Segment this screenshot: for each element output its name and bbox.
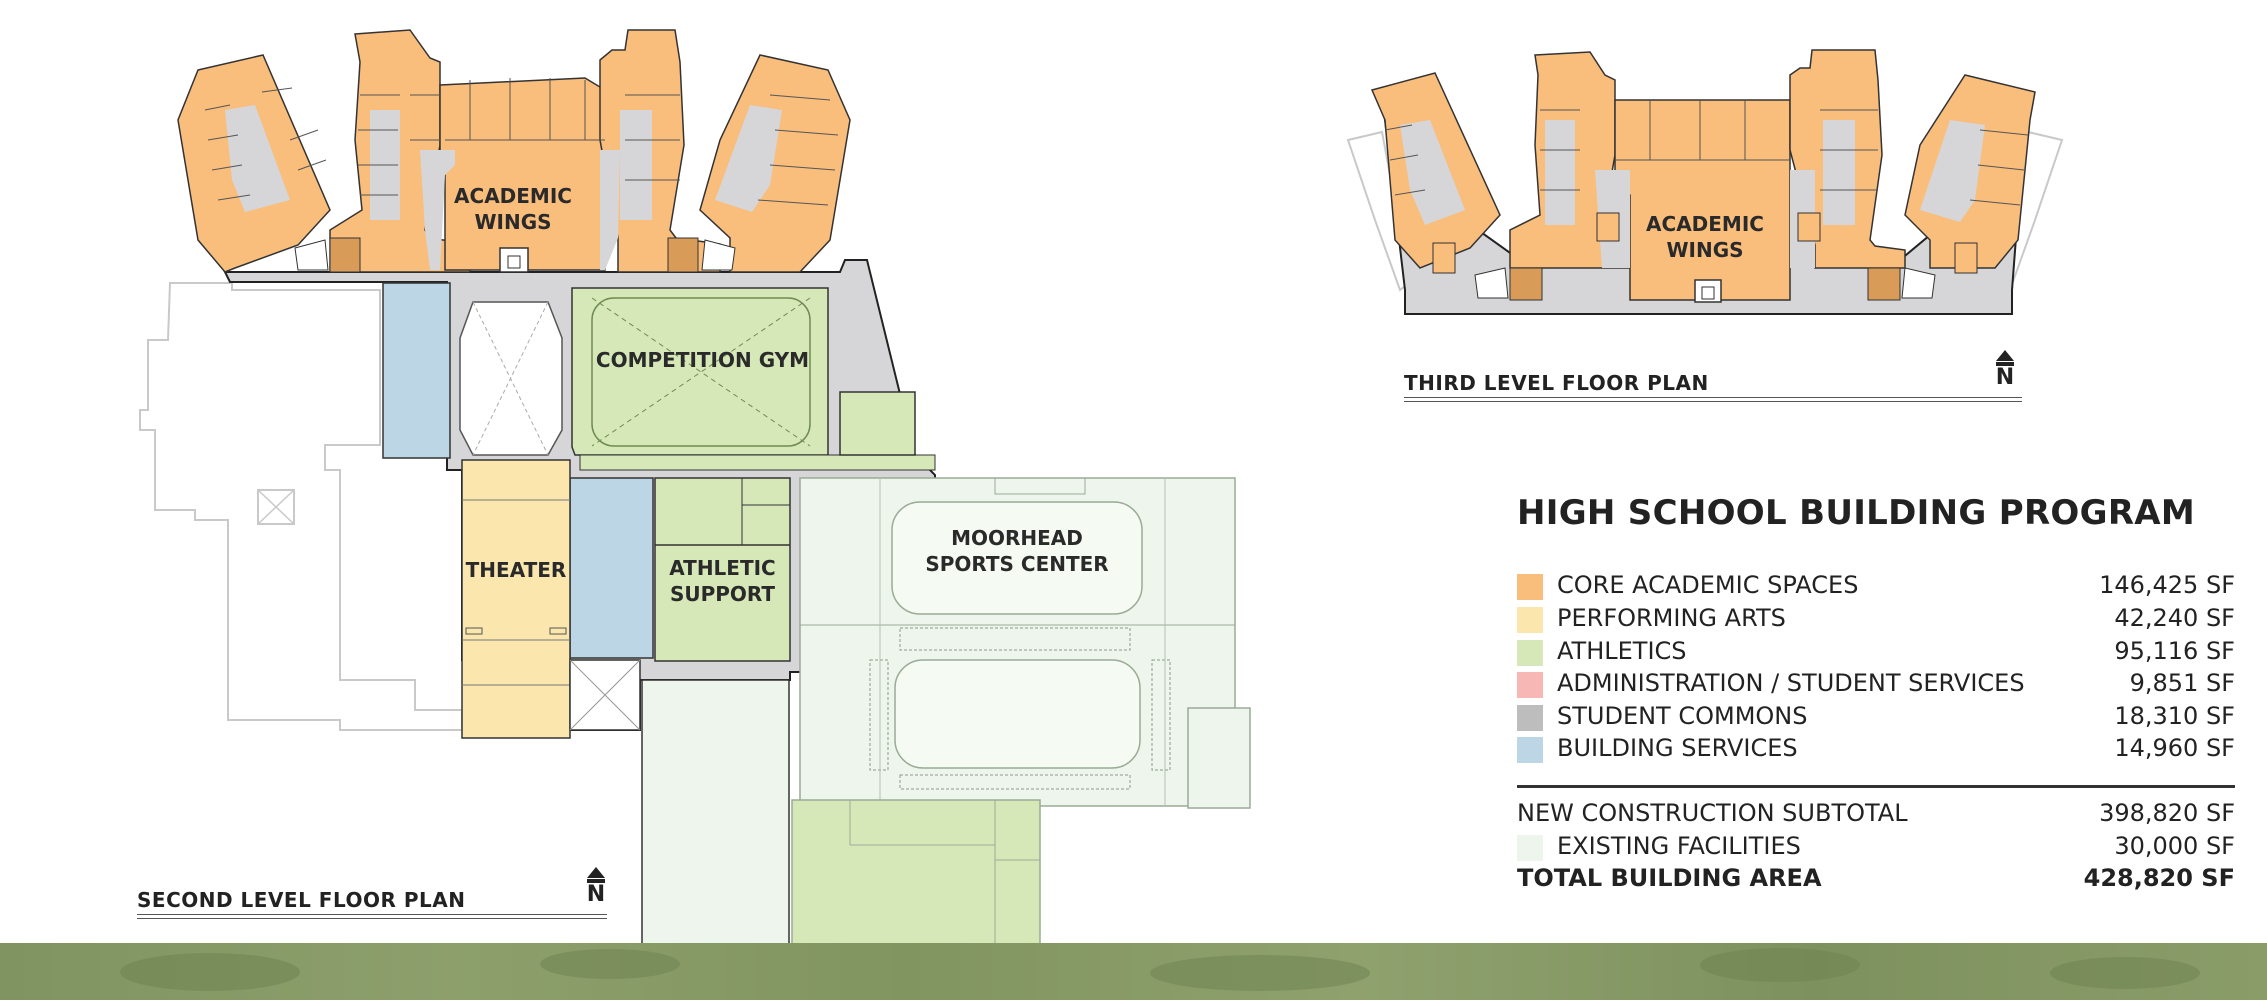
theater bbox=[461, 459, 571, 739]
program-item-name: ATHLETICS bbox=[1557, 637, 1687, 665]
program-item-value: 146,425 SF bbox=[2099, 571, 2235, 599]
subtotal-value: 398,820 SF bbox=[2099, 799, 2235, 827]
building-services-left bbox=[382, 282, 451, 459]
north-arrow-icon bbox=[587, 867, 605, 878]
program-item-name: ADMINISTRATION / STUDENT SERVICES bbox=[1557, 669, 2025, 697]
north-arrow-second: N bbox=[581, 867, 611, 907]
program-item-name: PERFORMING ARTS bbox=[1557, 604, 1786, 632]
program-row: ATHLETICS 95,116 SF bbox=[1517, 637, 2235, 669]
existing-value: 30,000 SF bbox=[2114, 832, 2235, 860]
program-row: BUILDING SERVICES 14,960 SF bbox=[1517, 734, 2235, 766]
label-competition-gym: COMPETITION GYM bbox=[595, 348, 810, 372]
legend-swatch bbox=[1517, 835, 1543, 861]
program-item-name: BUILDING SERVICES bbox=[1557, 734, 1798, 762]
program-row: PERFORMING ARTS 42,240 SF bbox=[1517, 604, 2235, 636]
program-divider bbox=[1517, 785, 2235, 788]
north-arrow-bar bbox=[587, 879, 605, 883]
stairs-second bbox=[294, 237, 736, 273]
program-item-value: 42,240 SF bbox=[2114, 604, 2235, 632]
second-level-title-underline bbox=[137, 914, 607, 919]
program-item-value: 95,116 SF bbox=[2114, 637, 2235, 665]
academic-corridors-second bbox=[225, 105, 782, 270]
academic-corridors-third bbox=[1400, 120, 1985, 268]
program-row: STUDENT COMMONS 18,310 SF bbox=[1517, 702, 2235, 734]
legend-swatch bbox=[1517, 607, 1543, 633]
label-theater: THEATER bbox=[465, 558, 567, 582]
moorhead-sports-center bbox=[799, 477, 1251, 809]
program-item-name: STUDENT COMMONS bbox=[1557, 702, 1808, 730]
legend-swatch bbox=[1517, 640, 1543, 666]
north-arrow-third: N bbox=[1990, 350, 2020, 390]
second-level-title: SECOND LEVEL FLOOR PLAN bbox=[137, 888, 466, 912]
program-item-value: 9,851 SF bbox=[2129, 669, 2235, 697]
existing-outline-stair bbox=[257, 489, 295, 525]
total-value: 428,820 SF bbox=[2083, 864, 2235, 892]
stairs-third bbox=[1432, 212, 1978, 303]
grass-strip bbox=[0, 943, 2267, 1000]
third-level-title-underline bbox=[1404, 397, 2022, 402]
existing-name: EXISTING FACILITIES bbox=[1557, 832, 1801, 860]
label-academic-wings-third: ACADEMIC WINGS bbox=[1646, 212, 1764, 262]
label-moorhead-sports-center: MOORHEAD SPORTS CENTER bbox=[925, 526, 1109, 576]
existing-row: EXISTING FACILITIES 30,000 SF bbox=[1517, 832, 2235, 864]
building-program-table: HIGH SCHOOL BUILDING PROGRAM CORE ACADEM… bbox=[1517, 493, 2235, 892]
academic-room-lines-second bbox=[204, 78, 839, 206]
existing-outline-left bbox=[139, 282, 463, 731]
subtotal-name: NEW CONSTRUCTION SUBTOTAL bbox=[1517, 799, 1908, 827]
total-row: TOTAL BUILDING AREA 428,820 SF bbox=[1517, 864, 2235, 896]
legend-swatch bbox=[1517, 705, 1543, 731]
legend-swatch bbox=[1517, 672, 1543, 698]
legend-swatch bbox=[1517, 737, 1543, 763]
label-academic-wings-second: ACADEMIC WINGS bbox=[454, 184, 572, 234]
program-item-value: 18,310 SF bbox=[2114, 702, 2235, 730]
subtotal-row: NEW CONSTRUCTION SUBTOTAL 398,820 SF bbox=[1517, 799, 2235, 831]
north-label: N bbox=[586, 882, 606, 907]
program-item-name: CORE ACADEMIC SPACES bbox=[1557, 571, 1859, 599]
program-title: HIGH SCHOOL BUILDING PROGRAM bbox=[1517, 493, 2196, 533]
building-services-center bbox=[569, 477, 654, 659]
north-arrow-icon bbox=[1996, 350, 2014, 361]
third-level-plan bbox=[1346, 49, 2064, 315]
north-label: N bbox=[1995, 365, 2015, 390]
total-name: TOTAL BUILDING AREA bbox=[1517, 864, 1822, 892]
second-level-plan bbox=[139, 29, 1251, 986]
third-level-title: THIRD LEVEL FLOOR PLAN bbox=[1404, 371, 1709, 395]
label-athletic-support: ATHLETIC SUPPORT bbox=[669, 556, 776, 606]
program-row: ADMINISTRATION / STUDENT SERVICES 9,851 … bbox=[1517, 669, 2235, 701]
athletic-support bbox=[654, 477, 791, 662]
gym-annex bbox=[839, 391, 916, 456]
program-row: CORE ACADEMIC SPACES 146,425 SF bbox=[1517, 571, 2235, 603]
existing-lower-box bbox=[641, 679, 790, 959]
north-arrow-bar bbox=[1996, 362, 2014, 366]
legend-swatch bbox=[1517, 574, 1543, 600]
program-item-value: 14,960 SF bbox=[2114, 734, 2235, 762]
academic-room-lines-third bbox=[1384, 100, 2029, 206]
